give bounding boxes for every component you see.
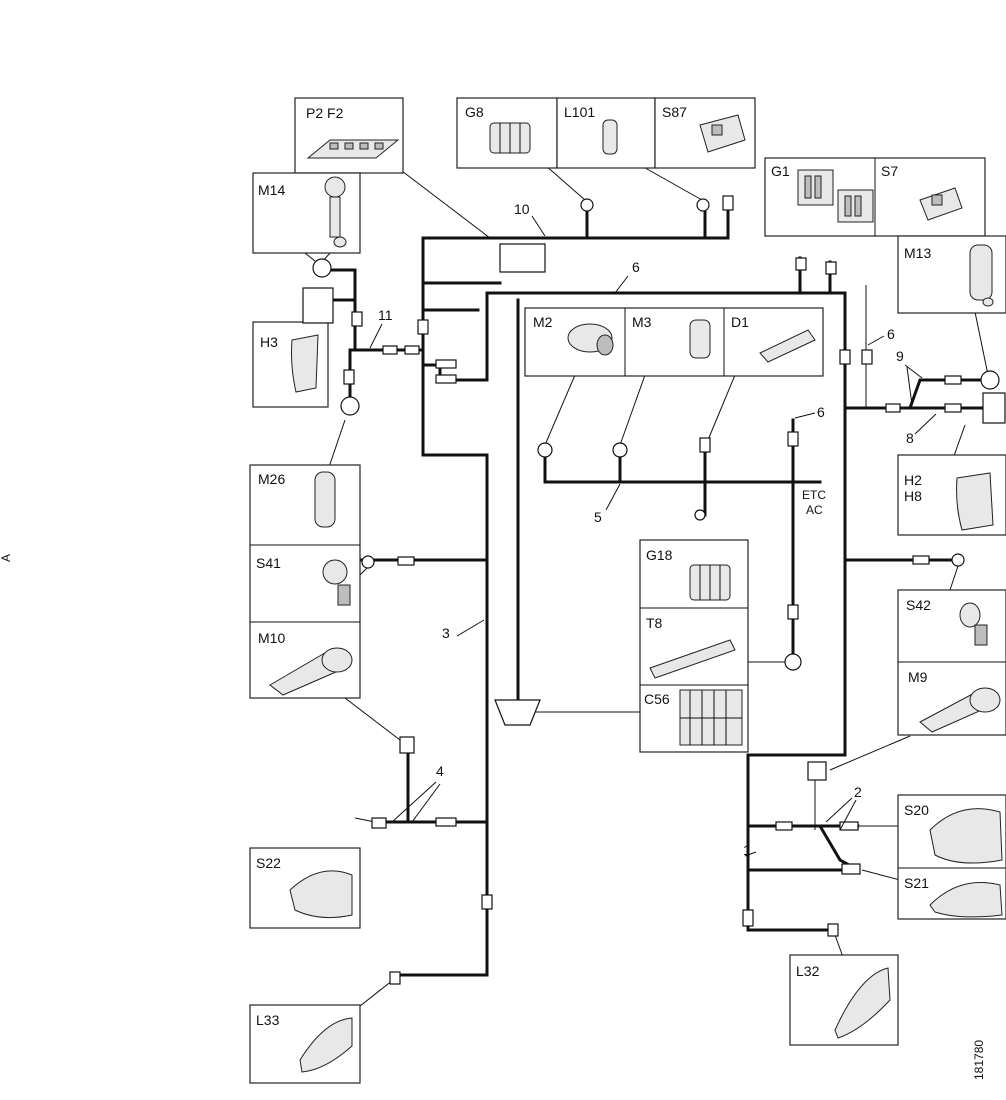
callout-5: 5 — [594, 509, 602, 525]
callout-6c: 6 — [817, 404, 825, 420]
callout-9: 9 — [896, 348, 904, 364]
figure-code: 181780 — [972, 1040, 986, 1080]
callout-1: 1 — [743, 842, 751, 858]
component-label-c56: C56 — [644, 691, 670, 707]
component-label-h2: H2 — [904, 472, 922, 488]
component-label-t8: T8 — [646, 615, 663, 631]
callout-10: 10 — [514, 201, 530, 217]
component-label-s21: S21 — [904, 875, 929, 891]
component-s20-s21: S20 S21 — [897, 794, 1006, 920]
component-g1-s7: G1 S7 — [764, 157, 986, 237]
component-label-g18: G18 — [646, 547, 673, 563]
component-label-m2: M2 — [533, 314, 553, 330]
etc-label: ETC — [802, 488, 826, 502]
component-label-m10: M10 — [258, 630, 285, 646]
component-label-l101: L101 — [564, 104, 595, 120]
component-l33: L33 — [249, 1004, 361, 1084]
component-h3: H3 — [252, 321, 329, 408]
component-label-m14: M14 — [258, 182, 285, 198]
component-label-g8: G8 — [465, 104, 484, 120]
component-label-m9: M9 — [908, 669, 928, 685]
component-m26-s41-m10: M26 S41 M10 — [249, 464, 361, 699]
component-label-p2f2: P2 F2 — [306, 105, 344, 121]
component-l101: L101 — [556, 97, 656, 169]
callout-8: 8 — [906, 430, 914, 446]
connectors — [302, 195, 1006, 985]
callout-11: 11 — [378, 307, 393, 323]
component-m13: M13 — [897, 235, 1006, 314]
component-g18-t8-c56: G18 T8 C56 — [639, 539, 749, 753]
component-label-m26: M26 — [258, 471, 285, 487]
component-m14: M14 — [252, 172, 361, 254]
component-label-h8: H8 — [904, 488, 922, 504]
component-label-s20: S20 — [904, 802, 929, 818]
component-label-s41: S41 — [256, 555, 281, 571]
component-label-h3: H3 — [260, 334, 278, 350]
callout-6a: 6 — [632, 259, 640, 275]
component-h2-h8: H2 H8 — [897, 454, 1006, 536]
callout-3: 3 — [442, 625, 450, 641]
component-g8: G8 — [456, 97, 558, 169]
component-label-l33: L33 — [256, 1012, 280, 1028]
component-label-s22: S22 — [256, 855, 281, 871]
component-label-m3: M3 — [632, 314, 652, 330]
page-mark: A — [0, 554, 13, 562]
callout-4: 4 — [436, 763, 444, 779]
component-label-m13: M13 — [904, 245, 931, 261]
component-label-g1: G1 — [771, 163, 790, 179]
callouts: 1 2 3 4 5 6 6 6 8 9 10 11 — [369, 201, 937, 858]
callout-6b: 6 — [887, 326, 895, 342]
component-s42-m9: S42 M9 — [897, 589, 1006, 736]
component-s22: S22 — [249, 847, 361, 929]
ac-label: AC — [806, 503, 823, 517]
component-l32: L32 — [789, 954, 899, 1046]
component-p2f2: P2 F2 — [294, 97, 404, 174]
component-m2-m3-d1: M2 M3 D1 — [524, 307, 824, 377]
callout-2: 2 — [854, 784, 862, 800]
component-label-s7: S7 — [881, 163, 898, 179]
component-label-s87: S87 — [662, 104, 687, 120]
component-label-s42: S42 — [906, 597, 931, 613]
component-s87: S87 — [654, 97, 756, 169]
component-label-d1: D1 — [731, 314, 749, 330]
component-label-l32: L32 — [796, 963, 820, 979]
